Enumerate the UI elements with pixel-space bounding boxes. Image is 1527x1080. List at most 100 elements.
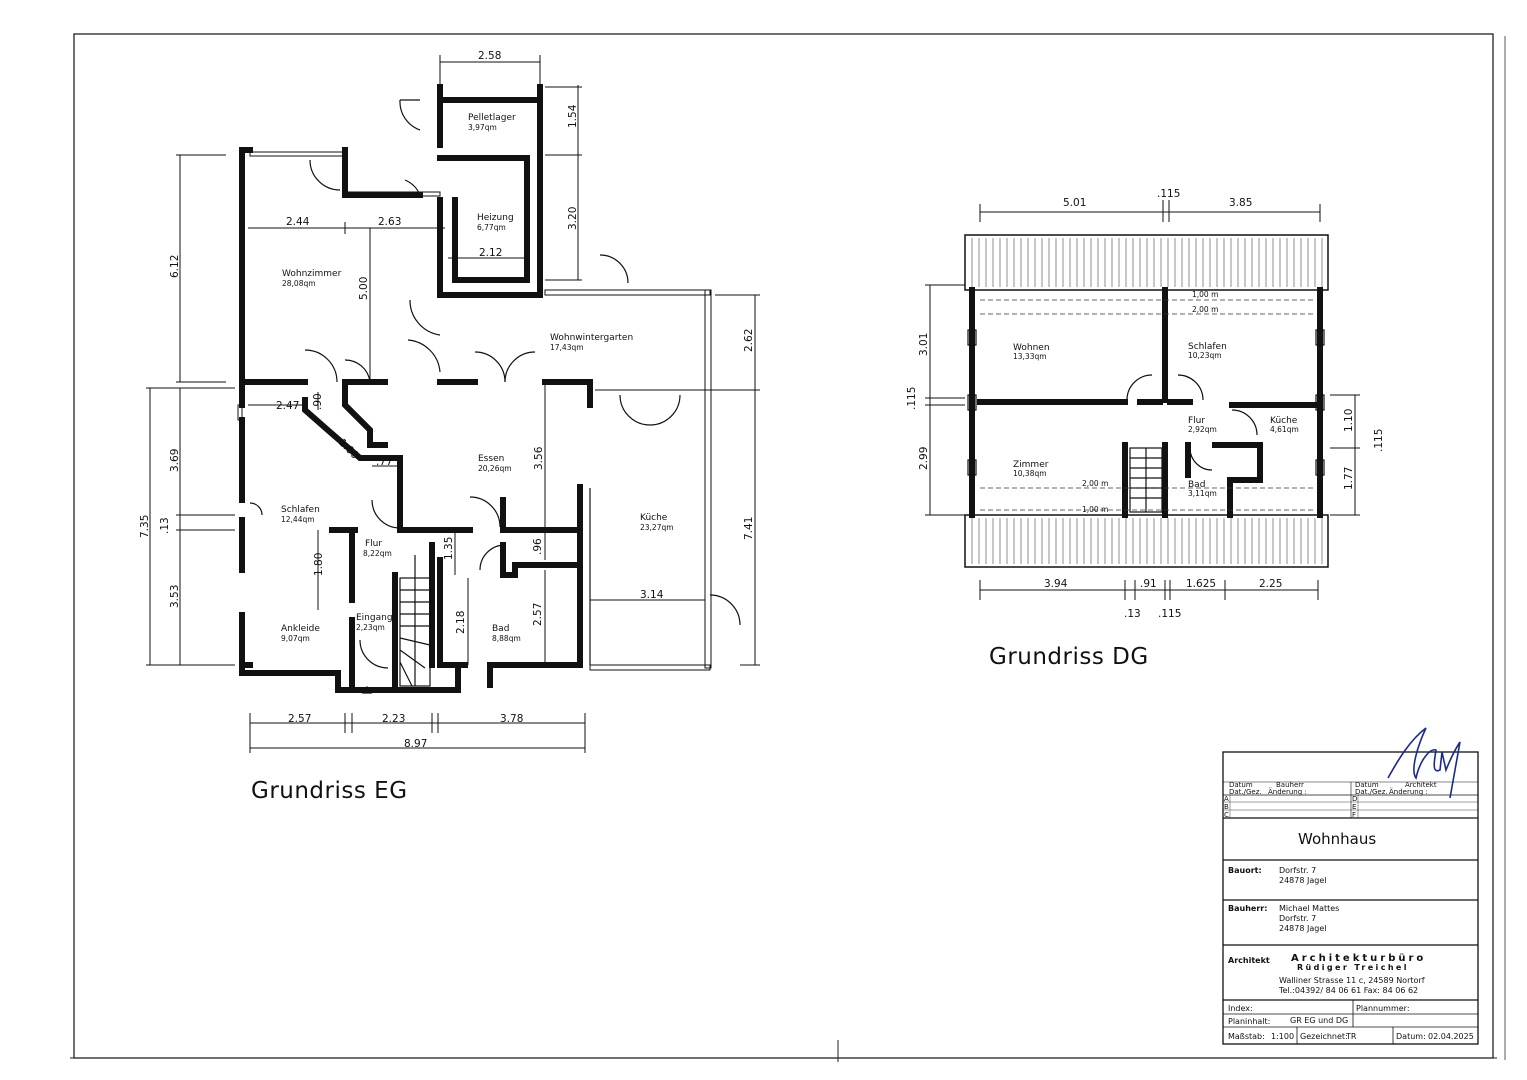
dg-room-name: Bad	[1188, 480, 1205, 490]
dg-room-name: Flur	[1188, 416, 1205, 426]
eg-room-name: Wohnwintergarten	[550, 333, 633, 343]
dim-label: .115	[1373, 429, 1385, 452]
tb-subheader-cell: Änderung :	[1268, 787, 1307, 796]
dim-label: 2.44	[286, 216, 310, 228]
dim-label: 3.94	[1044, 578, 1068, 590]
dg-doors	[1126, 374, 1258, 471]
dg-room-area: 13,33qm	[1013, 352, 1047, 361]
tb-revision: C	[1224, 811, 1229, 819]
dim-label: 2.63	[378, 216, 401, 228]
dg-height-label: 1,00 m	[1192, 290, 1218, 299]
tb-revision: B	[1224, 803, 1229, 811]
tb-plannummer-label: Plannummer:	[1356, 1004, 1410, 1013]
dim-label: 3.78	[500, 713, 523, 725]
dg-room-area: 10,23qm	[1188, 351, 1222, 360]
dg-height-label: 2,00 m	[1082, 479, 1108, 488]
title-block: Datum Bauherr Datum Architekt Dat./Gez. …	[1222, 727, 1479, 1045]
dg-staircase	[1129, 447, 1163, 513]
dg-roof-bands	[964, 234, 1329, 568]
dg-room-area: 10,38qm	[1013, 469, 1047, 478]
dim-label: 7.41	[743, 517, 755, 540]
dim-label: .96	[532, 538, 544, 555]
tb-project-title: Wohnhaus	[1298, 830, 1376, 848]
tb-revision: E	[1352, 803, 1356, 811]
eg-room-name: Eingang	[356, 613, 393, 623]
tb-header-cell: Datum	[1229, 781, 1253, 789]
eg-room-area: 20,26qm	[478, 464, 512, 473]
dim-label: 2.25	[1259, 578, 1282, 590]
dim-label: 2.47	[276, 400, 299, 412]
dim-label: .77	[376, 456, 393, 468]
dg-room-area: 3,11qm	[1188, 489, 1217, 498]
tb-architekt-line: Architekturbüro	[1291, 953, 1426, 964]
tb-header-cell: Datum	[1355, 781, 1379, 789]
tb-bauort-line: 24878 Jagel	[1279, 876, 1326, 885]
dim-label: 2.99	[918, 447, 930, 470]
tb-architekt-label: Architekt	[1228, 956, 1270, 965]
tb-index-label: Index:	[1228, 1004, 1253, 1013]
dg-dimension-lines	[925, 200, 1360, 600]
dim-label: 1.80	[313, 553, 325, 576]
eg-room-name: Flur	[365, 539, 382, 549]
eg-room-name: Schlafen	[281, 505, 320, 515]
dim-label: .115	[906, 387, 918, 410]
dim-label: 1.77	[1343, 467, 1355, 490]
eg-room-area: 8,22qm	[363, 549, 392, 558]
eg-staircase	[399, 555, 431, 687]
dim-label: 2.23	[382, 713, 405, 725]
tb-massstab-label: Maßstab:	[1228, 1032, 1265, 1041]
dim-label: 5.00	[358, 277, 370, 300]
eg-room-name: Küche	[640, 513, 668, 523]
tb-bauort-line: Dorfstr. 7	[1279, 866, 1316, 875]
eg-room-area: 12,44qm	[281, 515, 315, 524]
dim-label: 3.53	[169, 585, 181, 608]
dg-room-name: Küche	[1270, 416, 1298, 426]
plan-eg: Pelletlager 3,97qm Heizung 6,77qm Wohnzi…	[139, 50, 760, 804]
dim-label: .91	[1140, 578, 1157, 590]
dg-room-area: 2,92qm	[1188, 425, 1217, 434]
tb-revision: F	[1352, 811, 1356, 819]
tb-header-cell: Bauherr	[1276, 781, 1304, 789]
dim-label: 3.01	[918, 333, 930, 356]
eg-dimension-lines	[146, 55, 760, 753]
tb-bauort-label: Bauort:	[1228, 866, 1262, 875]
tb-bauherr-line: Michael Mattes	[1279, 904, 1339, 913]
tb-revision: A	[1224, 795, 1229, 803]
dim-label: 1.35	[443, 537, 455, 560]
eg-room-area: 6,77qm	[477, 223, 506, 232]
eg-room-labels: Pelletlager 3,97qm Heizung 6,77qm Wohnzi…	[281, 113, 674, 643]
signature-mark	[1387, 727, 1461, 799]
dim-label: 7.35	[139, 515, 151, 538]
dim-label: 3.20	[567, 207, 579, 230]
dg-walls	[969, 287, 1323, 518]
dg-room-name: Wohnen	[1013, 343, 1050, 353]
dim-label: 1.10	[1343, 409, 1355, 432]
tb-subheader-cell: Dat./Gez.	[1229, 788, 1262, 796]
dim-label: .13	[159, 517, 171, 534]
eg-dimension-labels: 2.58 1.54 3.20 6.12 2.44 2.63 2.12 5.00 …	[139, 50, 755, 750]
eg-room-name: Bad	[492, 624, 509, 634]
tb-massstab-value: 1:100	[1271, 1032, 1294, 1041]
dim-label: 2.58	[478, 50, 501, 62]
eg-glass-facade	[237, 151, 712, 671]
dim-label: .90	[312, 393, 324, 410]
tb-datum-value: 02.04.2025	[1428, 1032, 1474, 1041]
eg-room-area: 8,88qm	[492, 634, 521, 643]
eg-room-name: Pelletlager	[468, 113, 516, 123]
dim-label: .115	[1158, 608, 1181, 620]
dg-plan-title: Grundriss DG	[989, 644, 1149, 670]
eg-room-area: 2,23qm	[356, 623, 385, 632]
dim-label: 2.18	[455, 611, 467, 634]
dim-label: 8.97	[404, 738, 427, 750]
dg-room-name: Zimmer	[1013, 460, 1049, 470]
dg-dimension-labels: 5.01 .115 3.85 3.01 .115 2.99 1.10 .115 …	[906, 188, 1385, 620]
dg-height-label: 1,00 m	[1082, 505, 1108, 514]
dim-label: 1.54	[567, 104, 579, 128]
tb-gezeichnet-value: TR	[1345, 1032, 1357, 1041]
tb-architekt-line: Rüdiger Treichel	[1297, 963, 1409, 972]
eg-room-area: 23,27qm	[640, 523, 674, 532]
dim-label: 2.57	[532, 603, 544, 626]
dim-label: 1.625	[1186, 578, 1216, 590]
eg-room-name: Wohnzimmer	[282, 269, 342, 279]
dim-label: 6.12	[169, 255, 181, 278]
